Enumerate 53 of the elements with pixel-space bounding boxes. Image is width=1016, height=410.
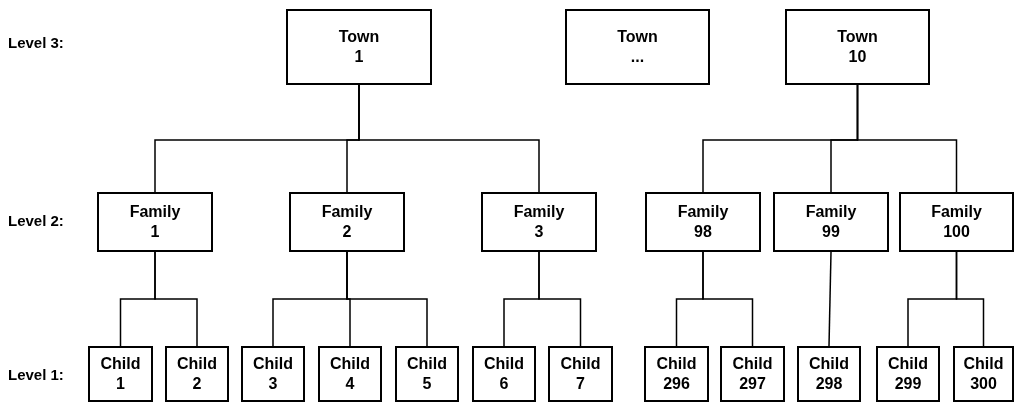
town-box [286, 9, 432, 85]
connector-line [346, 251, 428, 347]
child-box [88, 346, 153, 402]
node-label: Child 4 [330, 354, 370, 394]
connector-line [538, 251, 582, 347]
family-box [481, 192, 597, 252]
node-label: Child 1 [100, 354, 141, 394]
family-box [645, 192, 761, 252]
node-label: Town ... [617, 27, 658, 67]
child-box [644, 346, 709, 402]
node-label: Child 2 [177, 354, 217, 394]
child-box [797, 346, 861, 402]
child-box [318, 346, 382, 402]
level-label: Level 1: [8, 366, 64, 383]
node-label: Child 3 [253, 354, 293, 394]
node-label: Child 5 [407, 354, 447, 394]
node-label: Family 98 [677, 202, 729, 242]
connector-line [955, 251, 985, 347]
node-label: Town 1 [338, 27, 380, 67]
node-label: Child 296 [656, 354, 697, 394]
connector-line [856, 84, 958, 193]
connector-line [828, 251, 832, 347]
node-label: Family 100 [931, 202, 982, 242]
node-label: Family 2 [321, 202, 373, 242]
connector-line [358, 84, 540, 193]
child-box [395, 346, 459, 402]
node-label: Child 298 [809, 354, 849, 394]
child-box [472, 346, 536, 402]
family-box [97, 192, 213, 252]
node-label: Town 10 [837, 27, 878, 67]
node-label: Child 300 [963, 354, 1004, 394]
node-label: Family 99 [805, 202, 857, 242]
node-label: Child 6 [484, 354, 524, 394]
child-box [241, 346, 305, 402]
node-label: Child 7 [560, 354, 601, 394]
town-box [785, 9, 930, 85]
level-label: Level 3: [8, 34, 64, 51]
family-box [899, 192, 1014, 252]
child-box [953, 346, 1014, 402]
child-box [720, 346, 785, 402]
family-box [289, 192, 405, 252]
child-box [876, 346, 940, 402]
node-label: Family 1 [129, 202, 181, 242]
connector-line [702, 251, 754, 347]
family-box [773, 192, 889, 252]
child-box [548, 346, 613, 402]
node-label: Child 299 [888, 354, 928, 394]
level-label: Level 2: [8, 212, 64, 229]
node-label: Child 297 [732, 354, 773, 394]
connector-line [154, 251, 198, 347]
town-box [565, 9, 710, 85]
child-box [165, 346, 229, 402]
node-label: Family 3 [513, 202, 565, 242]
